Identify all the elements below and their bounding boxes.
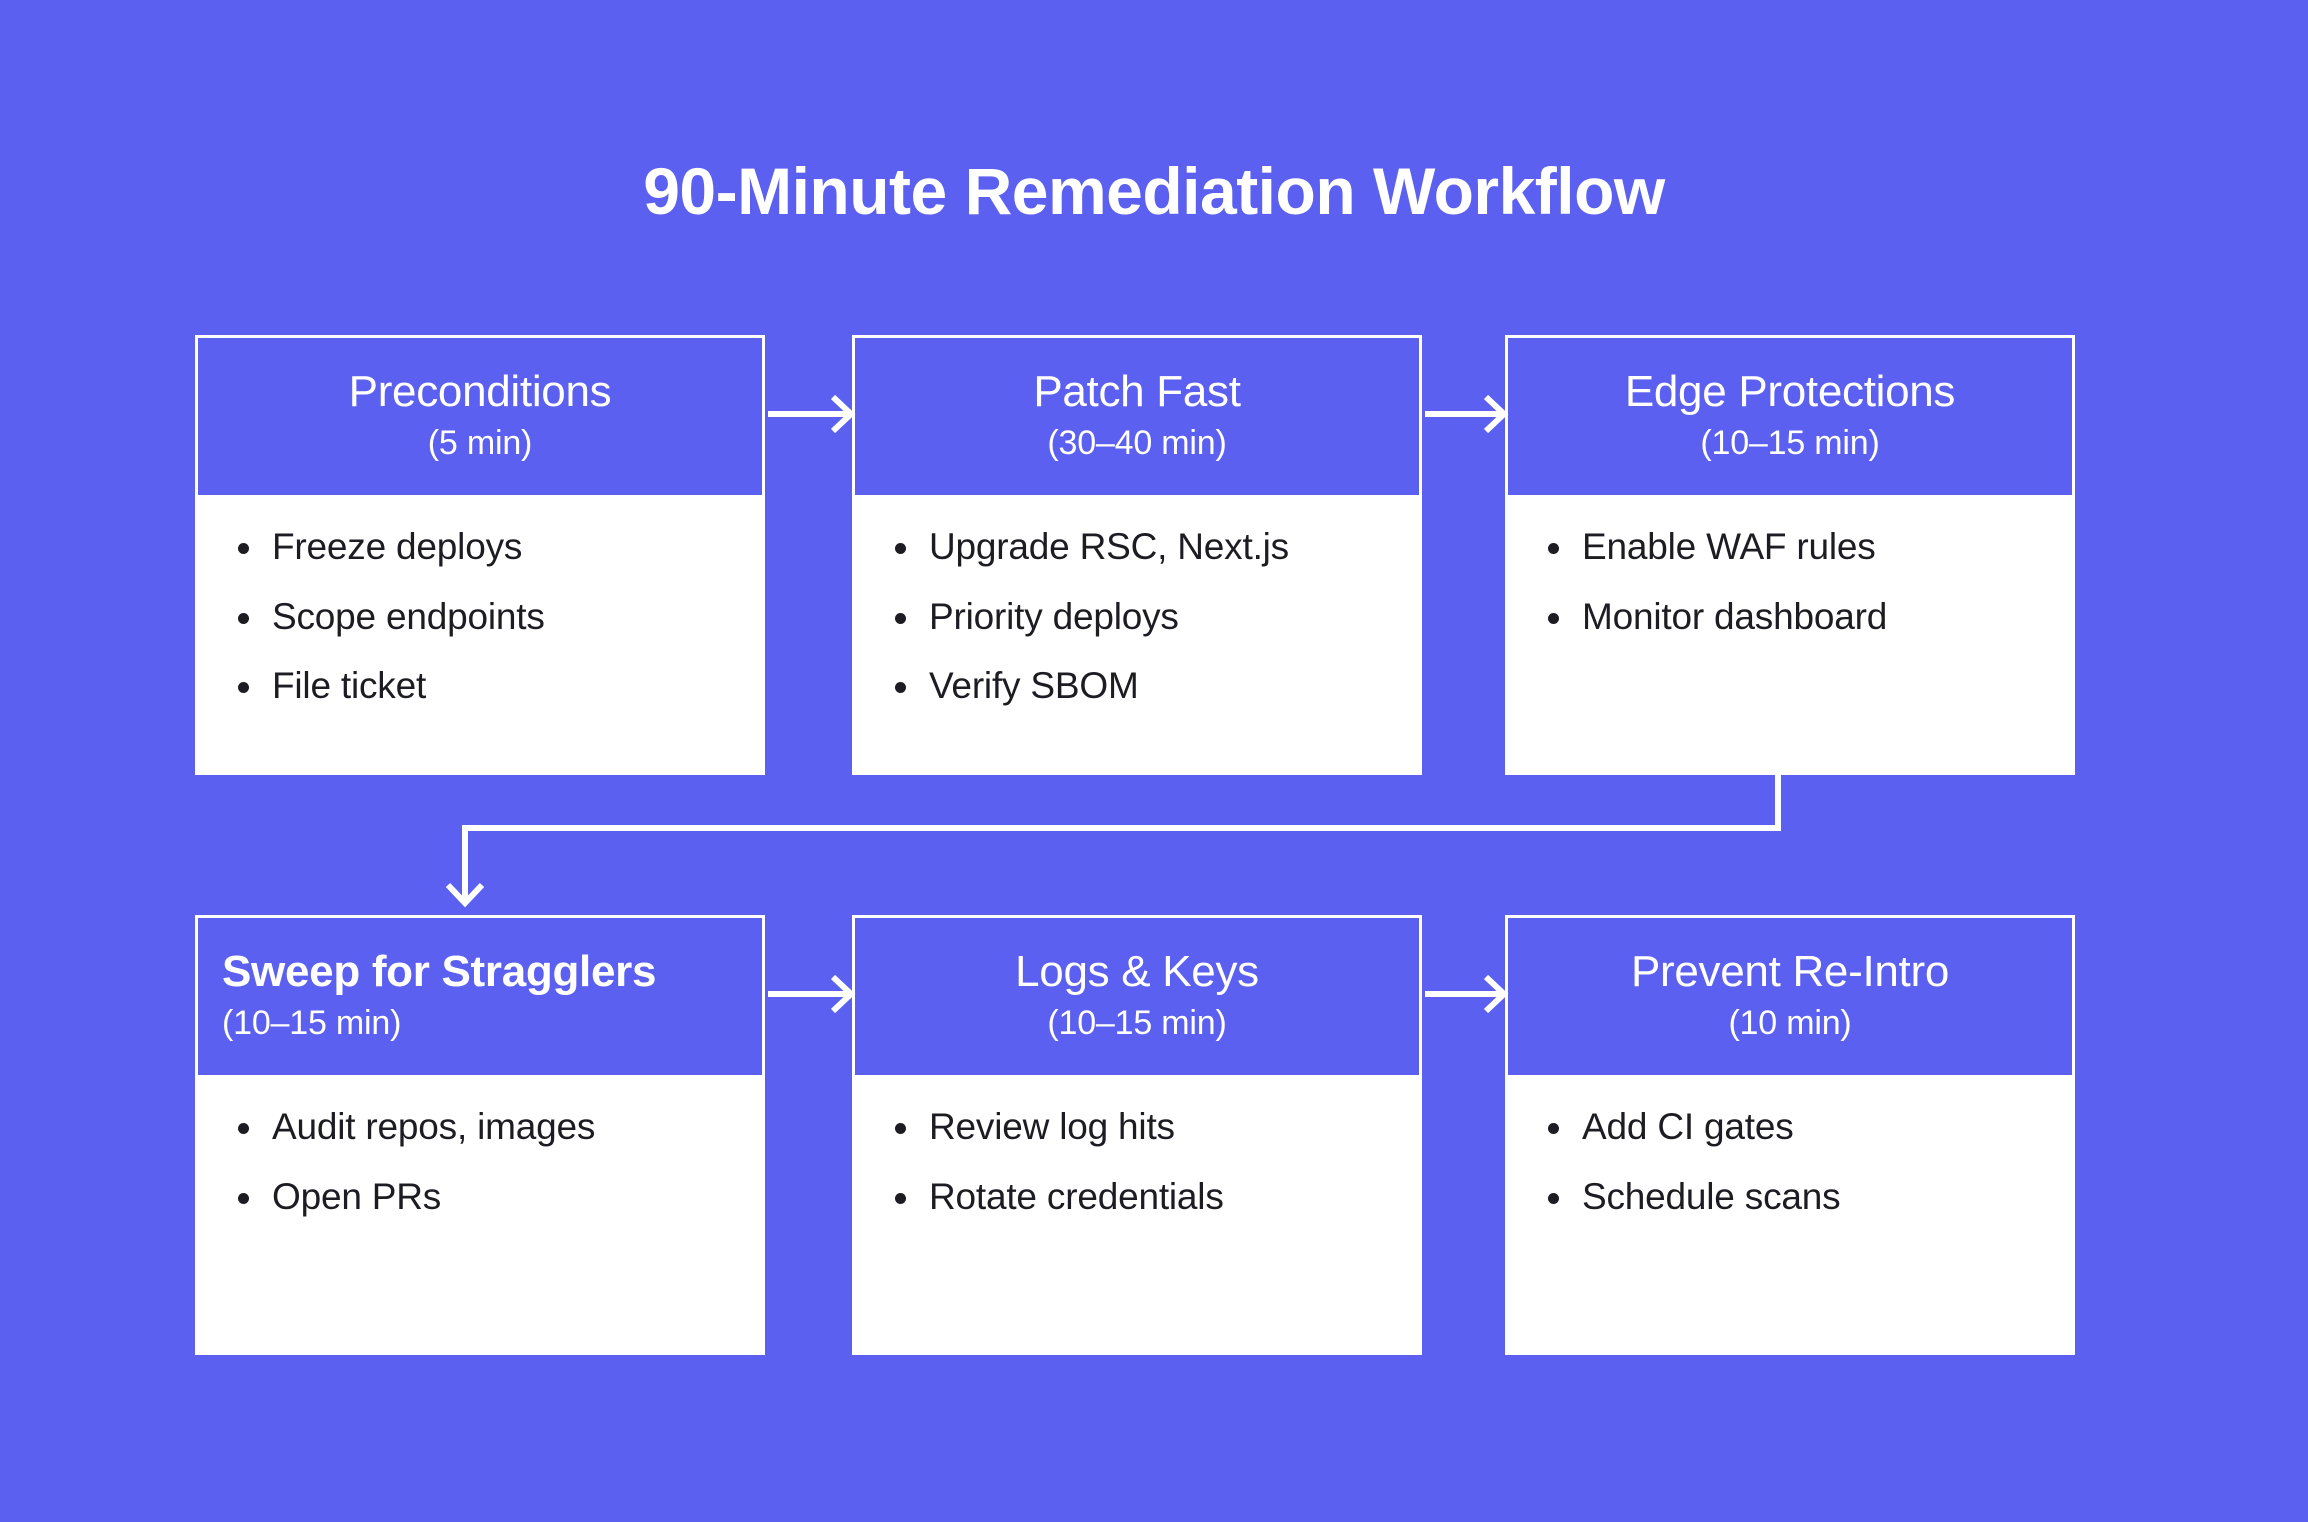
- node-body: Audit repos, images Open PRs: [198, 1075, 762, 1352]
- node-item-list: Audit repos, images Open PRs: [224, 1105, 736, 1218]
- node-duration: (30–40 min): [1047, 423, 1227, 462]
- list-item: Freeze deploys: [224, 525, 736, 569]
- node-body: Enable WAF rules Monitor dashboard: [1508, 495, 2072, 772]
- node-title: Preconditions: [348, 367, 612, 417]
- list-item: File ticket: [224, 664, 736, 708]
- list-item: Review log hits: [881, 1105, 1393, 1149]
- node-body: Upgrade RSC, Next.js Priority deploys Ve…: [855, 495, 1419, 772]
- node-item-list: Review log hits Rotate credentials: [881, 1105, 1393, 1218]
- connector-patch-fast-to-edge-protections: [1423, 383, 1511, 445]
- node-edge-protections[interactable]: Edge Protections (10–15 min) Enable WAF …: [1505, 335, 2075, 775]
- list-item: Audit repos, images: [224, 1105, 736, 1149]
- node-preconditions[interactable]: Preconditions (5 min) Freeze deploys Sco…: [195, 335, 765, 775]
- list-item: Upgrade RSC, Next.js: [881, 525, 1393, 569]
- node-sweep-for-stragglers[interactable]: Sweep for Stragglers (10–15 min) Audit r…: [195, 915, 765, 1355]
- node-duration: (10 min): [1728, 1003, 1852, 1042]
- list-item: Schedule scans: [1534, 1175, 2046, 1219]
- node-item-list: Enable WAF rules Monitor dashboard: [1534, 525, 2046, 638]
- node-body: Review log hits Rotate credentials: [855, 1075, 1419, 1352]
- node-logs-and-keys[interactable]: Logs & Keys (10–15 min) Review log hits …: [852, 915, 1422, 1355]
- node-title: Sweep for Stragglers: [222, 947, 657, 997]
- list-item: Monitor dashboard: [1534, 595, 2046, 639]
- node-item-list: Freeze deploys Scope endpoints File tick…: [224, 525, 736, 708]
- list-item: Enable WAF rules: [1534, 525, 2046, 569]
- node-header: Edge Protections (10–15 min): [1508, 338, 2072, 495]
- node-duration: (10–15 min): [222, 1003, 402, 1042]
- connector-logs-and-keys-to-prevent-re-intro: [1423, 963, 1511, 1025]
- list-item: Rotate credentials: [881, 1175, 1393, 1219]
- connector-sweep-for-stragglers-to-logs-and-keys: [766, 963, 858, 1025]
- connector-preconditions-to-patch-fast: [766, 383, 858, 445]
- node-prevent-re-intro[interactable]: Prevent Re-Intro (10 min) Add CI gates S…: [1505, 915, 2075, 1355]
- list-item: Scope endpoints: [224, 595, 736, 639]
- node-header: Prevent Re-Intro (10 min): [1508, 918, 2072, 1075]
- node-title: Logs & Keys: [1015, 947, 1259, 997]
- node-duration: (10–15 min): [1047, 1003, 1227, 1042]
- node-title: Patch Fast: [1033, 367, 1241, 417]
- node-header: Sweep for Stragglers (10–15 min): [198, 918, 762, 1075]
- node-duration: (10–15 min): [1700, 423, 1880, 462]
- page-title: 90-Minute Remediation Workflow: [643, 154, 1665, 228]
- node-header: Preconditions (5 min): [198, 338, 762, 495]
- list-item: Add CI gates: [1534, 1105, 2046, 1149]
- node-item-list: Add CI gates Schedule scans: [1534, 1105, 2046, 1218]
- node-body: Add CI gates Schedule scans: [1508, 1075, 2072, 1352]
- node-title: Prevent Re-Intro: [1630, 947, 1949, 997]
- node-patch-fast[interactable]: Patch Fast (30–40 min) Upgrade RSC, Next…: [852, 335, 1422, 775]
- node-duration: (5 min): [427, 423, 533, 462]
- list-item: Verify SBOM: [881, 664, 1393, 708]
- node-header: Patch Fast (30–40 min): [855, 338, 1419, 495]
- node-body: Freeze deploys Scope endpoints File tick…: [198, 495, 762, 772]
- node-header: Logs & Keys (10–15 min): [855, 918, 1419, 1075]
- node-title: Edge Protections: [1624, 367, 1956, 417]
- list-item: Priority deploys: [881, 595, 1393, 639]
- node-item-list: Upgrade RSC, Next.js Priority deploys Ve…: [881, 525, 1393, 708]
- list-item: Open PRs: [224, 1175, 736, 1219]
- connector-edge-protections-to-sweep-for-stragglers: [440, 770, 1810, 920]
